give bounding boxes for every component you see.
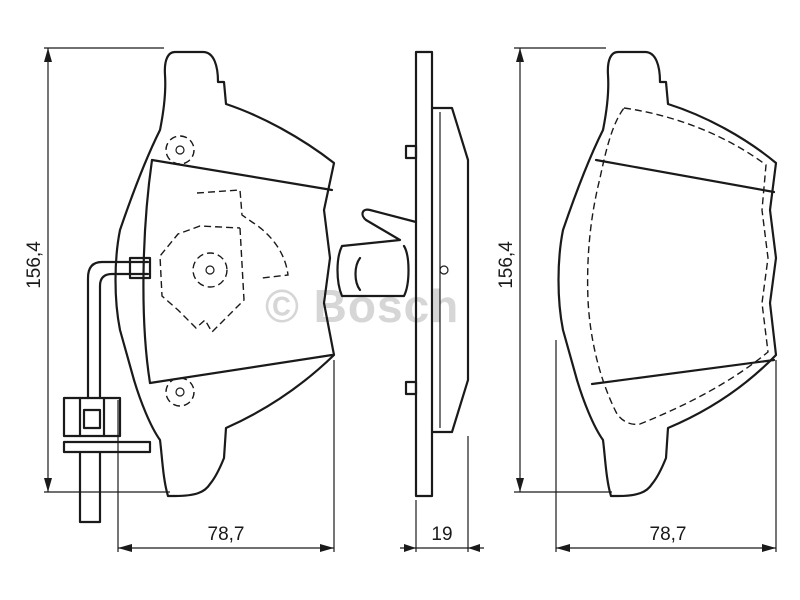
side-spring-clip — [336, 208, 418, 298]
left-sensor-connector — [62, 396, 122, 438]
left-bottom-hole — [165, 377, 195, 407]
side-clip-top — [404, 144, 418, 160]
side-clip-bottom — [404, 380, 418, 396]
left-center-hole — [192, 252, 228, 288]
watermark: © Bosch — [265, 280, 459, 332]
left-top-hole-center — [175, 145, 185, 155]
left-brake-pad — [62, 50, 336, 524]
right-friction-top-edge — [594, 158, 776, 194]
left-width-dimension: 78,7 — [117, 360, 335, 552]
right-friction-bottom-edge — [590, 358, 776, 386]
right-backing-plate-outline — [557, 50, 778, 498]
left-friction-bottom-edge — [148, 353, 334, 385]
thickness-dimension: 19 — [400, 436, 484, 552]
left-sensor-connector-detail — [62, 396, 152, 524]
side-backing-plate — [414, 50, 434, 498]
side-view-pad — [336, 50, 470, 498]
right-hidden-outline — [586, 107, 769, 426]
right-brake-pad — [557, 50, 778, 498]
left-top-hole — [165, 135, 195, 165]
right-width-label: 78,7 — [650, 524, 687, 545]
side-friction-material — [430, 106, 470, 434]
left-backing-plate-outline — [114, 50, 336, 498]
right-width-dimension: 78,7 — [555, 340, 777, 552]
right-height-label: 156,4 — [496, 241, 517, 289]
left-sensor-wire — [86, 260, 150, 400]
side-rivet — [439, 265, 449, 275]
left-hidden-spring-clip — [159, 189, 289, 334]
left-center-hole-center — [205, 265, 215, 275]
left-height-dimension: 156,4 — [24, 47, 170, 493]
left-friction-top-edge — [150, 158, 334, 192]
watermark-text: © Bosch — [265, 280, 459, 332]
left-height-label: 156,4 — [24, 241, 45, 289]
right-height-dimension: 156,4 — [496, 47, 612, 493]
thickness-label: 19 — [431, 524, 452, 545]
left-bottom-hole-center — [175, 387, 185, 397]
left-sensor-plug — [128, 256, 152, 280]
left-width-label: 78,7 — [208, 524, 245, 545]
